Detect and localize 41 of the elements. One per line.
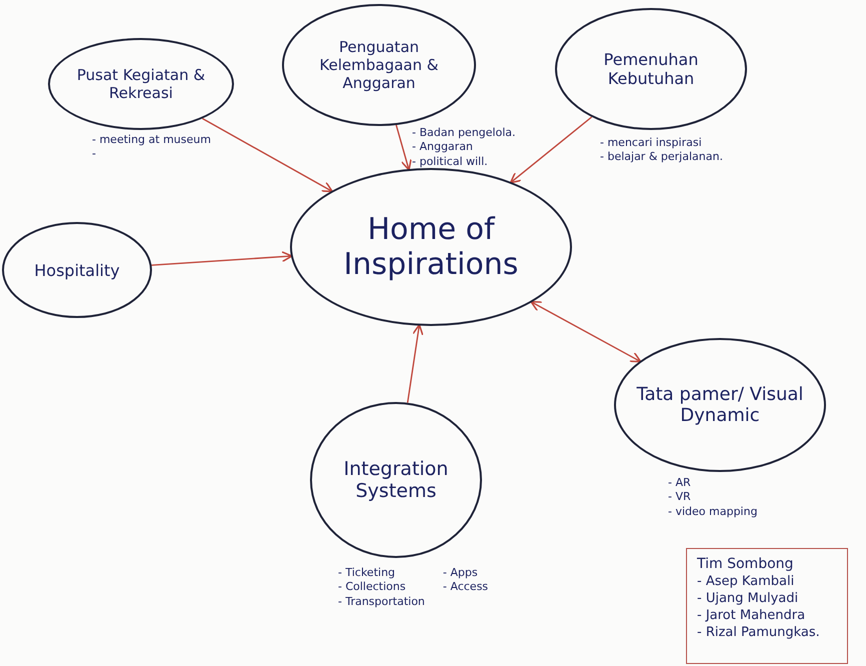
bullet-note: - belajar & perjalanan. [600, 150, 724, 165]
note-heading: Tim Sombong [697, 555, 794, 573]
topic-ellipse [614, 338, 826, 472]
arrow [510, 116, 592, 184]
topic-ellipse [282, 4, 476, 126]
topic-label: Hospitality [33, 260, 121, 280]
topic-label: Pusat Kegiatan & Rekreasi [76, 66, 206, 102]
topic-label: Pemenuhan Kebutuhan [602, 50, 700, 88]
bullet-note: - Access [442, 580, 488, 595]
topic-ellipse [48, 38, 234, 130]
bullet-note: - Collections [338, 580, 407, 595]
bullet-note: - Badan pengelola. [412, 126, 516, 140]
note-item: - Rizal Pamungkas. [697, 624, 820, 641]
bullet-note: - mencari inspirasi [600, 136, 703, 150]
bullet-note: - Transportation [338, 594, 425, 609]
arrow [530, 300, 642, 362]
bullet-note: - AR [668, 476, 692, 490]
topic-ellipse [290, 168, 572, 326]
note-box [686, 548, 848, 664]
bullet-note: - meeting at museum [92, 133, 212, 148]
topic-label: Penguatan Kelembagaan & Anggaran [318, 38, 440, 92]
bullet-note: - political will. [412, 154, 489, 169]
note-item: - Ujang Mulyadi [697, 590, 798, 607]
bullet-note: - Anggaran [412, 140, 474, 155]
bullet-note: - [92, 147, 97, 162]
bullet-note: - video mapping [668, 504, 758, 519]
arrow [152, 251, 293, 266]
arrow [202, 118, 334, 192]
bullet-note: - Ticketing [338, 566, 396, 580]
topic-ellipse [555, 8, 747, 130]
topic-ellipse [2, 222, 152, 318]
topic-label: Home of Inspirations [342, 212, 520, 282]
bullet-note: - VR [668, 490, 692, 505]
arrow [396, 124, 412, 171]
topic-label: Tata pamer/ Visual Dynamic [636, 384, 804, 426]
note-item: - Asep Kambali [697, 573, 794, 590]
topic-ellipse [310, 402, 482, 558]
bullet-note: - Apps [442, 566, 479, 580]
arrow [406, 324, 424, 403]
topic-label: Integration Systems [342, 458, 450, 502]
note-item: - Jarot Mahendra [697, 607, 806, 624]
